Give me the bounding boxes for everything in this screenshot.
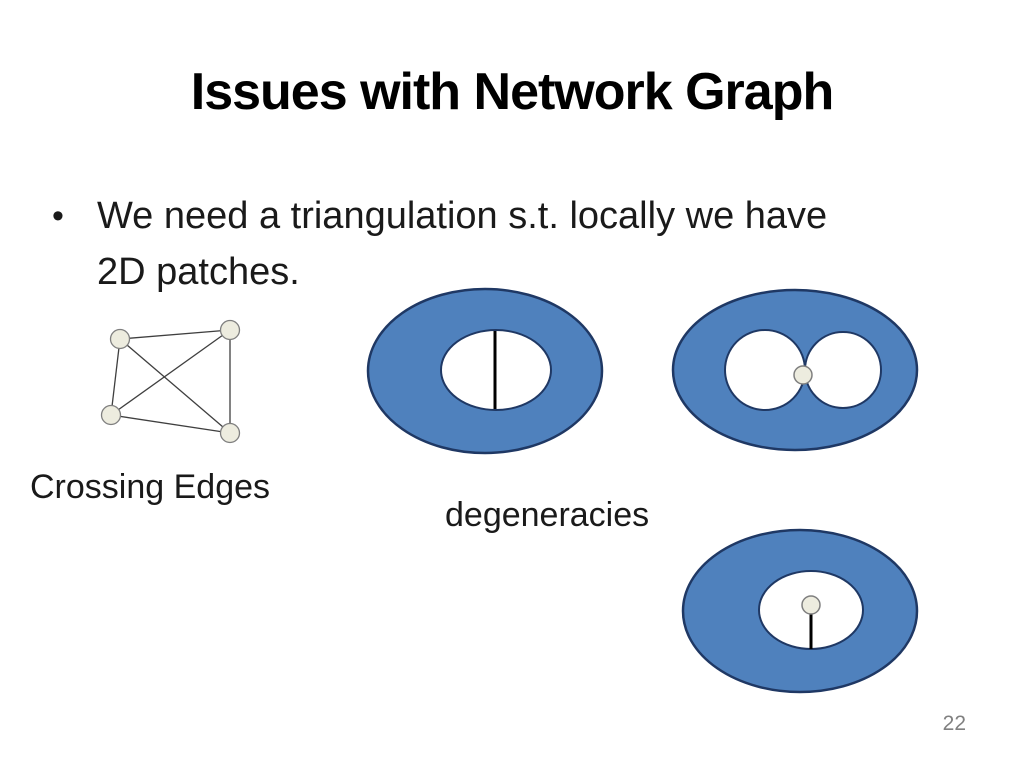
- graph-edges: [110, 329, 231, 434]
- bullet-line-2: 2D patches.: [97, 251, 300, 293]
- degeneracy-figure-pinch: [671, 288, 919, 452]
- dangling-vertex-node: [801, 595, 821, 615]
- bullet-marker: •: [52, 197, 64, 235]
- graph-node: [100, 404, 122, 426]
- graph-edge: [110, 414, 231, 434]
- pinch-vertex-node: [793, 365, 813, 385]
- graph-edge-crossing: [119, 338, 231, 434]
- graph-node: [219, 319, 241, 341]
- graph-edge: [119, 329, 231, 340]
- bullet-item: • We need a triangulation s.t. locally w…: [52, 188, 932, 300]
- page-number: 22: [942, 712, 966, 735]
- graph-node: [219, 422, 241, 444]
- white-hole-right: [804, 331, 882, 409]
- degeneracy-figure-chord: [366, 287, 604, 455]
- degeneracies-label: degeneracies: [445, 496, 650, 534]
- crossing-edges-graph: [100, 319, 241, 444]
- bullet-line-1: We need a triangulation s.t. locally we …: [97, 195, 828, 237]
- graph-node: [109, 328, 131, 350]
- crossing-edges-label: Crossing Edges: [30, 468, 271, 506]
- degeneracy-figure-dangling: [681, 528, 919, 694]
- bullet-text: We need a triangulation s.t. locally we …: [97, 188, 827, 300]
- slide-title: Issues with Network Graph: [190, 63, 835, 121]
- graph-nodes: [100, 319, 241, 444]
- white-hole-left: [724, 329, 806, 411]
- graph-edge-crossing: [110, 329, 231, 416]
- graph-edge: [110, 338, 121, 416]
